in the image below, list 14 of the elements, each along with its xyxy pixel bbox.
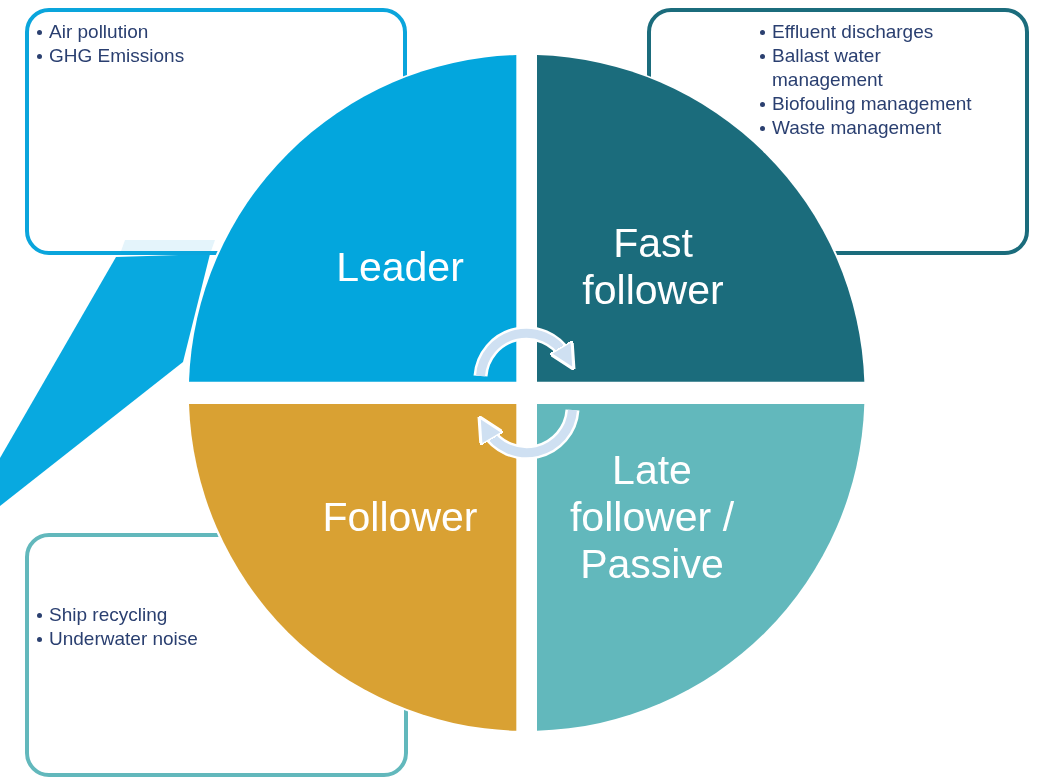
cycle-arrow [476,409,580,460]
list-item-text: GHG Emissions [49,44,185,68]
list-item-text: Underwater noise [49,627,198,651]
quadrant-label: Leader [335,243,465,291]
list-item-text: Biofouling management [772,92,972,116]
list-item-text: Ship recycling [49,603,168,627]
list-item-text: Ballast water management [772,44,884,92]
quadrant-label: Fast follower [581,220,725,314]
list-item-text: Air pollution [49,20,149,44]
list-item-text: Effluent discharges [772,20,934,44]
cycle-arrow [473,326,577,377]
quadrant-label: Late follower / Passive [568,446,736,588]
list-item-text: Waste management [772,116,942,140]
quadrant-label: Follower [321,493,479,541]
